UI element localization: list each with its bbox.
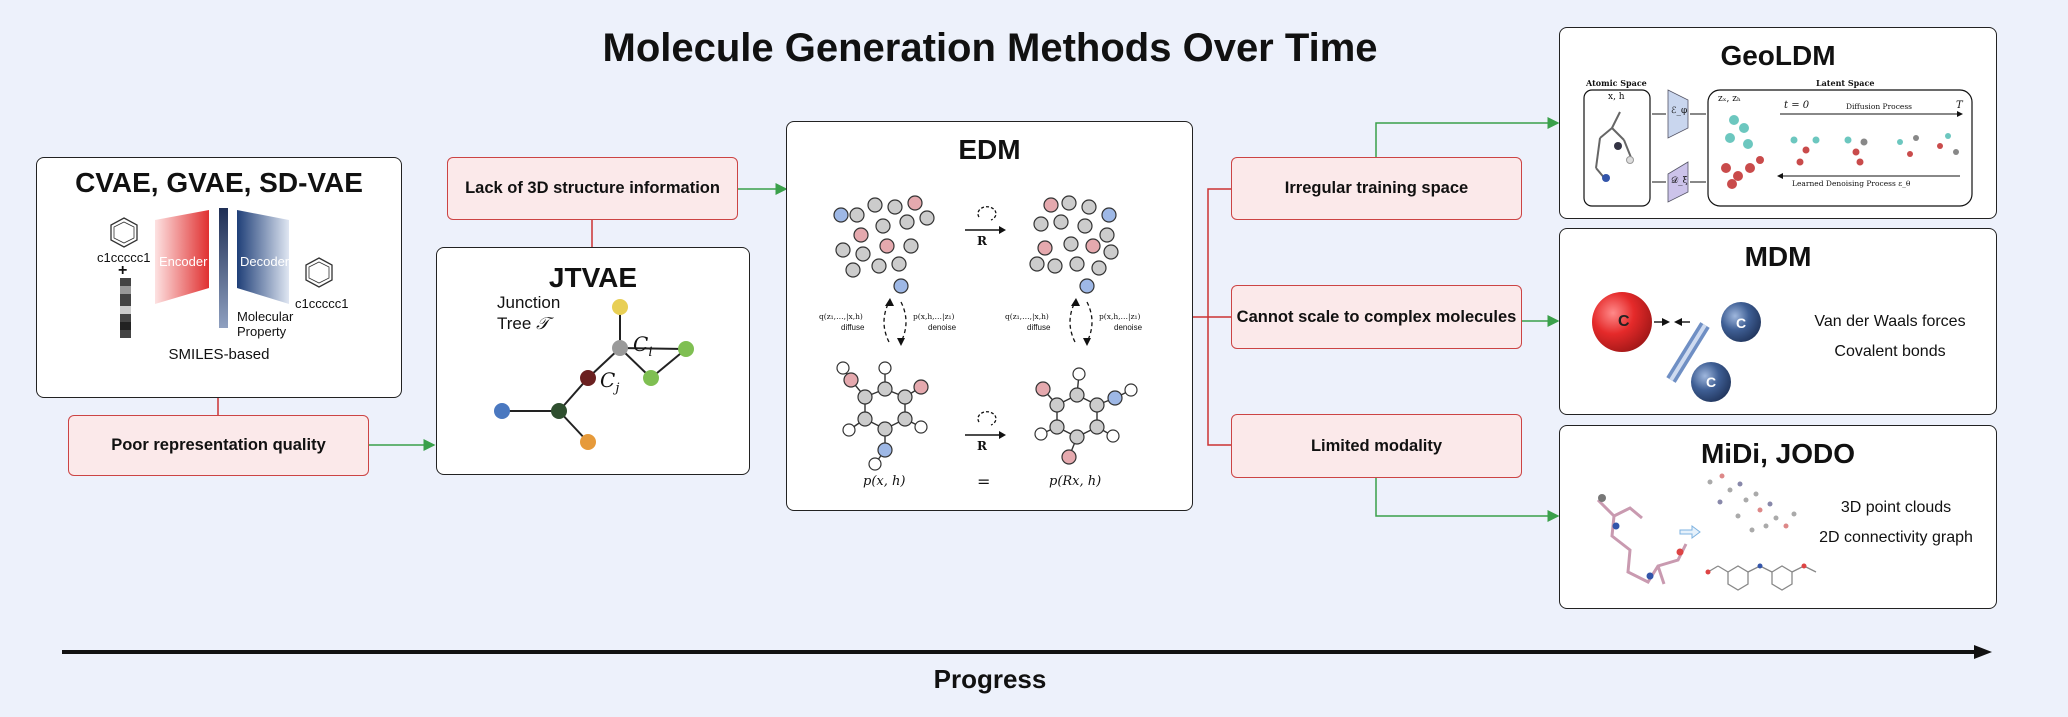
rotation-label-bottom: R [977, 439, 987, 453]
covalent-label: Covalent bonds [1834, 343, 1946, 360]
mdm-box: MDM C C C Van der Waals forces Covalent … [1559, 228, 1997, 415]
tree-node [678, 341, 694, 357]
jtvae-box: JTVAE Junction Tree 𝒯 Ci Cj [436, 247, 750, 475]
vdw-label: Van der Waals forces [1814, 313, 1966, 330]
diffuse-label-right: diffuse [1027, 323, 1051, 332]
issue-poor-representation: Poor representation quality [68, 415, 369, 476]
carbon-atom-red [1592, 292, 1652, 352]
encoder-block [155, 210, 209, 304]
page-title: Molecule Generation Methods Over Time [602, 26, 1378, 70]
p-rxh-label: p(Rx, h) [1049, 474, 1102, 489]
mdm-title: MDM [1744, 241, 1812, 272]
atomic-space-label: Atomic Space [1586, 78, 1647, 88]
tree-node [643, 370, 659, 386]
atom-label-blue-2: C [1706, 374, 1717, 390]
q-label-left: q(z₁,…,|x,h) [819, 312, 863, 321]
tree-node [551, 403, 567, 419]
cvae-title: CVAE, GVAE, SD-VAE [75, 167, 363, 198]
midi-box: MiDi, JODO [1559, 425, 1997, 609]
diffuse-label-left: diffuse [841, 323, 865, 332]
progress-arrowhead [1974, 645, 1992, 659]
equals-sign: = [977, 472, 991, 491]
benzene-in-icon [110, 217, 138, 248]
point-clouds-label: 3D point clouds [1840, 499, 1952, 516]
ci-label: Ci [633, 332, 653, 360]
molecular-property-label: Molecular Property [237, 309, 294, 339]
edm-box: EDM [786, 121, 1193, 511]
tree-node [580, 434, 596, 450]
cvae-box: CVAE, GVAE, SD-VAE c1ccccc1 + Encoder De… [36, 157, 402, 398]
midi-diagram [1596, 473, 1817, 591]
junction-tree-graph [494, 299, 694, 450]
encoder-label: Encoder [159, 254, 208, 269]
encoder-trapezoid [1667, 89, 1689, 139]
carbon-atom-blue [1721, 302, 1761, 342]
cvae-diagram [110, 208, 333, 338]
arrow-to-midi [1375, 478, 1560, 522]
p-label-right: p(x,h,…|z₁) [1099, 312, 1141, 321]
p-xh-label: p(x, h) [863, 474, 906, 489]
denoising-process-label: Learned Denoising Process ε_θ [1792, 179, 1911, 188]
rotation-label-top: R [977, 234, 987, 248]
decoder-label: Decoder [240, 254, 290, 269]
geoldm-diagram [1583, 89, 1973, 207]
edm-title: EDM [958, 134, 1021, 165]
p-label-left: p(x,h,…|z₁) [913, 312, 955, 321]
geoldm-box: GeoLDM [1559, 27, 1997, 219]
connectivity-label: 2D connectivity graph [1819, 529, 1973, 546]
tree-node [580, 370, 596, 386]
atom-label-red: C [1618, 313, 1630, 330]
issue-cannot-scale: Cannot scale to complex molecules [1231, 285, 1522, 349]
issue-lack-3d: Lack of 3D structure information [447, 157, 738, 220]
tree-node [494, 403, 510, 419]
midi-title: MiDi, JODO [1700, 438, 1855, 469]
t0-label: t = 0 [1784, 100, 1810, 111]
q-label-right: q(z₁,…,|x,h) [1005, 312, 1049, 321]
decoder-symbol: 𝒟_ξ [1671, 176, 1688, 186]
jtvae-title: JTVAE [548, 262, 638, 293]
issue-limited-modality: Limited modality [1231, 414, 1522, 478]
carbon-atom-blue [1691, 362, 1731, 402]
encoder-symbol: ℰ_φ [1671, 106, 1688, 116]
T-label: T [1956, 100, 1963, 111]
latent-bar [219, 208, 228, 328]
atom-label-blue-1: C [1736, 315, 1747, 331]
cj-label: Cj [600, 368, 620, 396]
smiles-input: c1ccccc1 [97, 250, 151, 265]
decoder-trapezoid [1667, 161, 1689, 203]
denoise-label-right: denoise [1114, 323, 1143, 332]
edm-diagram [833, 195, 1138, 471]
denoise-label-left: denoise [928, 323, 957, 332]
tree-node [612, 299, 628, 315]
issue-irregular-space: Irregular training space [1231, 157, 1522, 220]
plus-sign: + [118, 262, 128, 279]
cvae-caption: SMILES-based [168, 346, 270, 363]
arrow-to-geoldm [1375, 117, 1560, 157]
junction-tree-label: Junction Tree 𝒯 [497, 293, 561, 334]
zxzh-label: zₓ, zₕ [1718, 94, 1741, 104]
mdm-diagram [1592, 292, 1761, 402]
geoldm-title: GeoLDM [1720, 40, 1836, 71]
benzene-out-icon [305, 257, 333, 288]
diffusion-process-label: Diffusion Process [1846, 102, 1913, 111]
tree-node [612, 340, 628, 356]
decoder-block [237, 210, 289, 304]
smiles-output: c1ccccc1 [295, 296, 349, 311]
progress-label: Progress [933, 664, 1047, 694]
latent-space-label: Latent Space [1816, 78, 1875, 88]
xh-label: x, h [1608, 92, 1625, 102]
